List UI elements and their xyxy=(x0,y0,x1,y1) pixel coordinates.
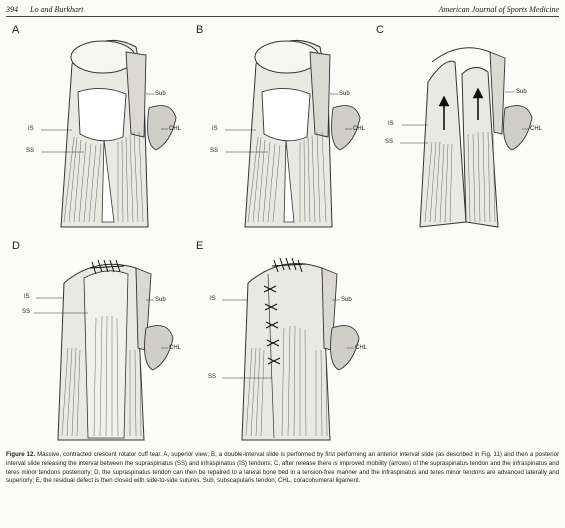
page-number: 394 xyxy=(6,5,18,14)
label-ss: SS xyxy=(26,148,34,154)
label-chl: CHL xyxy=(169,126,181,132)
label-ss: SS xyxy=(210,148,218,154)
label-is: IS xyxy=(210,296,216,302)
label-chl: CHL xyxy=(169,345,181,351)
shoulder-illustration xyxy=(370,22,555,232)
running-header: 394 Lo and Burkhart American Journal of … xyxy=(6,3,559,17)
shoulder-illustration xyxy=(6,238,191,446)
panel-e: E xyxy=(190,238,375,446)
label-is: IS xyxy=(24,294,30,300)
shoulder-illustration xyxy=(190,238,375,446)
panel-d: D IS SS xyxy=(6,238,191,446)
running-authors: Lo and Burkhart xyxy=(30,5,83,14)
label-is: IS xyxy=(388,121,394,127)
panel-b: B IS SS Sub CHL xyxy=(190,22,370,232)
label-ss: SS xyxy=(385,139,393,145)
header-rule xyxy=(6,16,559,17)
label-chl: CHL xyxy=(353,126,365,132)
label-chl: CHL xyxy=(530,126,542,132)
label-ss: SS xyxy=(208,374,216,380)
panel-c: C xyxy=(370,22,555,232)
label-sub: Sub xyxy=(155,91,166,97)
label-is: IS xyxy=(212,126,218,132)
figure-caption: Figure 12. Massive, contracted crescent … xyxy=(6,451,559,486)
panel-a: A IS SS Sub CHL xyxy=(6,22,186,232)
figure-label: Figure 12. xyxy=(6,451,35,458)
label-ss: SS xyxy=(22,309,30,315)
label-sub: Sub xyxy=(339,91,350,97)
label-sub: Sub xyxy=(341,297,352,303)
label-sub: Sub xyxy=(516,89,527,95)
label-is: IS xyxy=(28,126,34,132)
caption-text: Massive, contracted crescent rotator cuf… xyxy=(6,451,559,484)
label-chl: CHL xyxy=(355,345,367,351)
label-sub: Sub xyxy=(155,297,166,303)
journal-title: American Journal of Sports Medicine xyxy=(439,5,559,14)
